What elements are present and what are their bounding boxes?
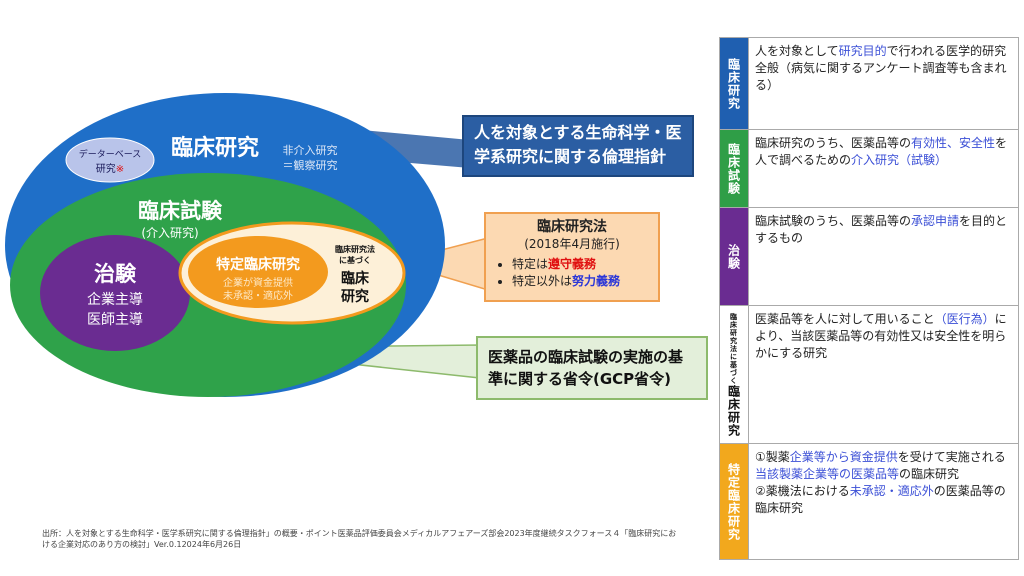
definition-row: 臨床研究法に基づく臨床研究医薬品等を人に対して用いること（医行為）により、当該医…: [719, 305, 1019, 444]
law-callout-item-other: 特定以外は努力義務: [512, 273, 650, 290]
highlight-text: 研究目的: [838, 44, 887, 58]
definition-row-body: 臨床研究のうち、医薬品等の有効性、安全性を人で調べるための介入研究（試験）: [748, 129, 1019, 208]
body-text: 臨床研究のうち、医薬品等の: [755, 136, 912, 150]
definition-row-body: ①製薬企業等から資金提供を受けて実施される当該製薬企業等の医薬品等の臨床研究 ②薬…: [748, 443, 1019, 560]
row-head-label: 特定臨床研究: [726, 462, 741, 541]
body-text: ②薬機法における: [755, 484, 850, 498]
highlight-text: 介入研究（試験）: [851, 153, 948, 167]
law-based-line2: に基づく: [339, 256, 371, 265]
body-text: により、当該医薬品等の有効性又は安全性を明らかにする研究: [755, 312, 1007, 360]
highlight-text: 承認申請: [911, 214, 960, 228]
item2-prefix: 特定以外は: [512, 274, 573, 288]
database-label: 研究: [95, 164, 116, 175]
clinical-research-law-callout: 臨床研究法 (2018年4月施行) 特定は遵守義務 特定以外は努力義務: [484, 212, 660, 302]
asterisk-note-mark: ※: [115, 164, 125, 175]
purple-ellipse: [40, 235, 190, 351]
law-callout-list: 特定は遵守義務 特定以外は努力義務: [494, 256, 650, 290]
highlight-text: 当該製薬企業等の医薬品等: [755, 467, 900, 481]
highlight-text: （医行為）: [934, 312, 995, 326]
body-text: ①製薬: [755, 450, 790, 464]
body-text: 臨床試験のうち、医薬品等の: [755, 214, 912, 228]
body-text: 人を対象として: [755, 44, 839, 58]
gcp-ordinance-callout: 医薬品の臨床試験の実施の基準に関する省令(GCP省令): [476, 336, 708, 400]
row-head-label: 治験: [726, 243, 741, 270]
body-text: を受けて実施される: [897, 450, 1006, 464]
chiken-line1: 企業主導: [87, 292, 143, 308]
definition-row-body: 人を対象として研究目的で行われる医学的研究全般（病気に関するアンケート調査等も含…: [748, 37, 1019, 130]
definition-row-head: 臨床試験: [719, 129, 749, 208]
definition-row-head: 治験: [719, 207, 749, 306]
highlight-text: 未承認・適応外: [849, 484, 934, 498]
outer-sub1: 非介入研究: [282, 144, 338, 157]
chiken-line2: 医師主導: [87, 312, 143, 328]
highlight-text: 有効性、安全性: [911, 136, 996, 150]
body-text: を人で調べるための: [755, 136, 1008, 167]
definition-table: 臨床研究人を対象として研究目的で行われる医学的研究全般（病気に関するアンケート調…: [719, 37, 1019, 560]
definition-row: 臨床試験臨床研究のうち、医薬品等の有効性、安全性を人で調べるための介入研究（試験…: [719, 129, 1019, 208]
middle-sub: (介入研究): [141, 226, 199, 240]
chiken-title: 治験: [94, 262, 136, 286]
tokutei-line2: 未承認・適応外: [223, 291, 293, 302]
definition-row-head: 臨床研究法に基づく臨床研究: [719, 305, 749, 444]
highlight-text: 企業等から資金提供: [789, 450, 898, 464]
item1-emphasis: 遵守義務: [548, 257, 597, 271]
definition-row-head: 特定臨床研究: [719, 443, 749, 560]
definition-row-body: 臨床試験のうち、医薬品等の承認申請を目的とするもの: [748, 207, 1019, 306]
middle-title: 臨床試験: [138, 199, 222, 223]
item1-prefix: 特定は: [512, 257, 549, 271]
law-based-line4: 研究: [341, 289, 369, 305]
row-head-small: 臨床研究法に基づく: [729, 312, 738, 385]
law-callout-date: (2018年4月施行): [524, 237, 620, 251]
outer-title: 臨床研究: [170, 136, 259, 161]
row-head-label: 臨床研究: [726, 384, 741, 437]
definition-row-body: 医薬品等を人に対して用いること（医行為）により、当該医薬品等の有効性又は安全性を…: [748, 305, 1019, 444]
law-callout-item-specified: 特定は遵守義務: [512, 256, 650, 273]
ethics-guideline-callout: 人を対象とする生命科学・医学系研究に関する倫理指針: [462, 115, 694, 177]
row-head-label: 臨床試験: [726, 142, 741, 195]
body-text: の臨床研究: [899, 467, 960, 481]
body-text: 医薬品等を人に対して用いること: [755, 312, 935, 326]
database-line2: 研究※: [72, 160, 148, 175]
definition-row: 臨床研究人を対象として研究目的で行われる医学的研究全般（病気に関するアンケート調…: [719, 37, 1019, 130]
source-note: 出所：人を対象とする生命科学・医学系研究に関する倫理指針」の概要・ポイント医薬品…: [42, 529, 677, 549]
database-line1: データーベース: [78, 150, 142, 160]
definition-row-head: 臨床研究: [719, 37, 749, 130]
outer-sub2: ＝観察研究: [282, 159, 338, 172]
law-based-line3: 臨床: [341, 271, 369, 287]
row-head-label: 臨床研究: [726, 57, 741, 110]
tokutei-title: 特定臨床研究: [216, 257, 300, 273]
body-text: を目的とするもの: [755, 214, 1008, 245]
body-text: で行われる医学的研究全般（病気に関するアンケート調査等も含まれる）: [755, 44, 1007, 92]
law-callout-title: 臨床研究法: [537, 219, 607, 235]
item2-emphasis: 努力義務: [572, 274, 621, 288]
tokutei-line1: 企業が資金提供: [223, 278, 293, 289]
definition-row: 治験臨床試験のうち、医薬品等の承認申請を目的とするもの: [719, 207, 1019, 306]
body-text: の医薬品等の臨床研究: [755, 484, 1006, 515]
law-based-line1: 臨床研究法: [335, 245, 375, 254]
database-ellipse: [65, 137, 155, 183]
tokutei-ellipse: [188, 236, 328, 308]
